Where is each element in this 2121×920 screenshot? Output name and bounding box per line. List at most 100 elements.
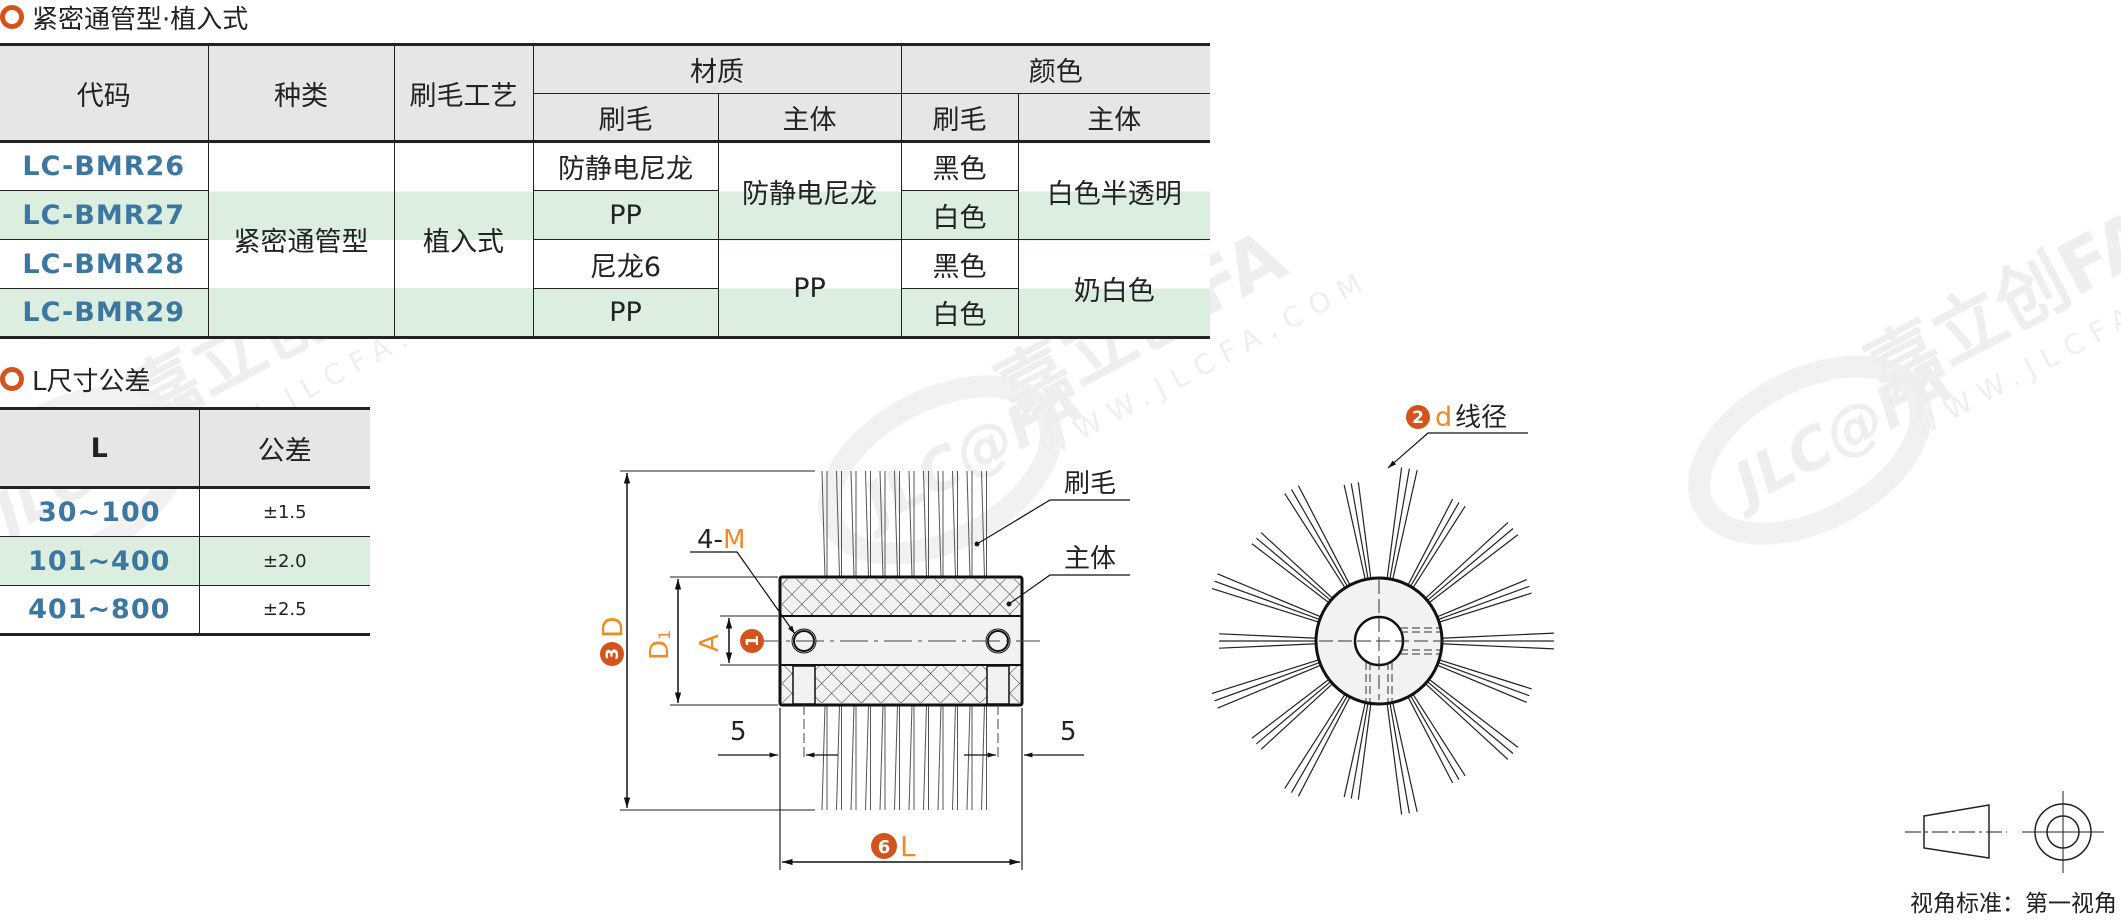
bristle-line (1391, 701, 1418, 812)
bristle-line (1425, 528, 1514, 602)
bristle-line (1435, 579, 1527, 618)
bristle-line (1357, 482, 1372, 580)
bristle-line (1256, 537, 1333, 602)
bristle-line (1217, 573, 1323, 618)
bristles-side (821, 470, 987, 811)
svg-text:1: 1 (743, 635, 763, 647)
bristle-line (1391, 470, 1418, 581)
bristle-line (1427, 678, 1519, 748)
bristle-line (1284, 493, 1347, 590)
projection-symbol-icon (1905, 791, 2104, 873)
code-cell: LC-BMR26 (0, 141, 209, 191)
bristle-line (1436, 585, 1530, 621)
bristle-line (1386, 467, 1403, 580)
bristle-line (1211, 588, 1321, 624)
bristle-line (1211, 658, 1321, 694)
material-bristle-cell: PP (532, 190, 719, 240)
bristle-line (908, 704, 913, 811)
bristle-line (1343, 701, 1367, 798)
bristle-line (1297, 695, 1352, 797)
header-material: 材质 (532, 43, 902, 94)
section-title-tolerance: L尺寸公差 (0, 362, 151, 397)
bristle-line (1389, 701, 1410, 814)
bristle-line (865, 704, 869, 811)
label-D: 3 D (596, 616, 629, 666)
bristle-line (850, 704, 855, 811)
bristle-line (908, 470, 913, 578)
label-L: 6 L (871, 830, 916, 863)
bristle-line (937, 704, 942, 811)
tolerance-cell: ±2.5 (198, 585, 370, 636)
code-cell: LC-BMR27 (0, 190, 209, 240)
bristle-line (894, 704, 898, 811)
material-bristle-cell: 尼龙6 (532, 239, 719, 289)
bristle-line (1256, 680, 1333, 745)
table-row: LC-BMR29 PP 白色 (0, 288, 1210, 339)
color-bristle-cell: 白色 (900, 190, 1019, 240)
bristle-line (1350, 701, 1369, 799)
bristle-line (1260, 532, 1334, 600)
bristle-line (981, 470, 985, 578)
label-body: 主体 (1064, 544, 1116, 574)
svg-text:D1: D1 (645, 630, 675, 660)
bristle-line (923, 470, 927, 578)
header-color-bristle: 刷毛 (900, 93, 1019, 143)
bristle-line (879, 470, 884, 578)
bristle-line (1290, 694, 1349, 793)
bristle-line (1440, 643, 1554, 650)
bristle-line (1343, 484, 1367, 581)
bristle-line (981, 704, 985, 811)
label-wire-diameter: 2 d 线径 (1406, 402, 1507, 433)
header-type: 种类 (207, 43, 395, 143)
svg-text:L: L (900, 830, 916, 863)
bristle-line (821, 704, 826, 811)
color-body-cell: 白色半透明 (1017, 141, 1210, 240)
bristle-line (836, 470, 840, 578)
section-title-spec: 紧密通管型·植入式 (0, 0, 249, 35)
type-cell: 紧密通管型 (207, 141, 395, 339)
section-title-text: 紧密通管型·植入式 (32, 4, 249, 35)
bristle-line (1219, 643, 1318, 649)
section-title-text: L尺寸公差 (32, 366, 151, 397)
header-material-bristle: 刷毛 (532, 93, 719, 143)
header-material-body: 主体 (717, 93, 902, 143)
tolerance-cell: ±2.0 (198, 536, 370, 586)
bristle-line (1219, 633, 1318, 639)
color-body-cell: 奶白色 (1017, 239, 1210, 339)
bristle-line (1437, 658, 1532, 690)
header-process: 刷毛工艺 (393, 43, 534, 143)
table-row: LC-BMR26 紧密通管型 植入式 防静电尼龙 防静电尼龙 黑色 白色半透明 (0, 141, 1210, 339)
table-row: 101~400 ±2.0 (0, 536, 370, 586)
code-cell: LC-BMR29 (0, 288, 209, 339)
end-view (1211, 432, 1554, 815)
badge-1: 1 (740, 629, 764, 653)
table-row: LC-BMR27 PP 白色 (0, 190, 1210, 240)
bristle-line (1435, 664, 1527, 703)
spec-table: 代码 种类 刷毛工艺 材质 颜色 刷毛 主体 刷毛 主体 LC-BMR26 紧密… (0, 43, 1210, 339)
bristle-line (1217, 664, 1323, 709)
bristle-line (1297, 485, 1352, 587)
l-range-cell: 401~800 (0, 585, 200, 636)
color-bristle-cell: 白色 (900, 288, 1019, 339)
material-bristle-cell: PP (532, 288, 719, 339)
bristle-line (952, 704, 956, 811)
bristle-line (1251, 678, 1331, 739)
svg-text:6: 6 (878, 837, 891, 858)
bristle-line (937, 470, 942, 578)
material-bristle-cell: 防静电尼龙 (532, 141, 719, 191)
bristle-line (966, 704, 971, 811)
bristle-line (1424, 682, 1509, 760)
bristle-line (952, 470, 956, 578)
bristle-line (1409, 502, 1460, 588)
tolerance-cell: ±1.5 (198, 487, 370, 537)
bristles-end (1211, 467, 1554, 815)
bristle-line (850, 470, 855, 578)
header-l: L (0, 407, 200, 489)
svg-text:A: A (695, 634, 725, 652)
bristle-line (1389, 468, 1410, 581)
bristle-line (966, 470, 971, 578)
bristle-line (1284, 692, 1347, 789)
bristle-line (1251, 543, 1331, 604)
table-row: 401~800 ±2.5 (0, 585, 370, 636)
bristle-line (1437, 592, 1532, 624)
